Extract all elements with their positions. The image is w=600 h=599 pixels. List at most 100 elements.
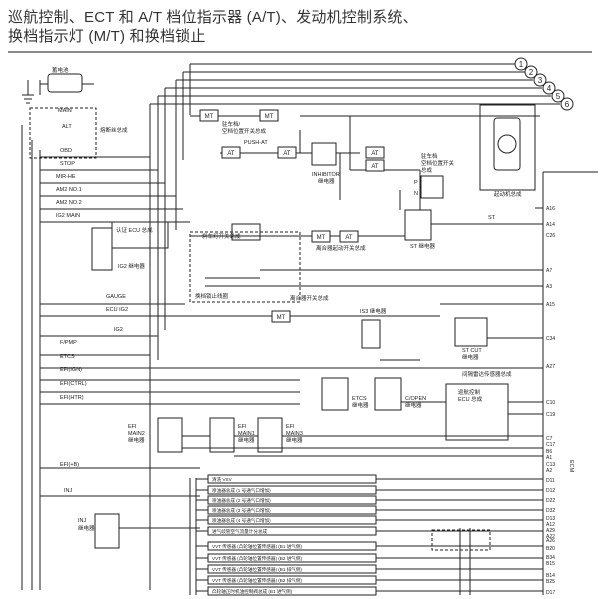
am2-no2-fuse-label: AM2 NO.2 <box>56 200 82 206</box>
title-line-2: 换档指示灯 (M/T) 和换档锁止 <box>8 28 206 45</box>
stop-fuse-label: STOP <box>60 161 75 167</box>
efi-main2-label-1: EFI <box>128 424 137 430</box>
ecm-pin-label: D11 <box>546 478 555 484</box>
at-box-1 <box>221 146 241 159</box>
efi-ctrl-fuse-label: EFI(CTRL) <box>60 381 87 387</box>
ecm-pin-label: A7 <box>546 268 552 274</box>
inj-relay-label-2: 继电器 <box>78 524 95 532</box>
sensor-row-label: VVT 传感器 (凸轮轴位置传感器) (B1 排气侧) <box>212 566 302 573</box>
mt-label-4: MT <box>277 315 286 321</box>
main-fuse-label: MAIN <box>58 108 72 114</box>
mt-box-4 <box>271 310 291 323</box>
ecm-pin-label: B34 <box>546 555 555 561</box>
efi-main1-label-3: 继电器 <box>238 436 255 444</box>
ecm-pin-label: A26 <box>546 538 555 544</box>
at-box-5 <box>339 230 359 243</box>
neutral-switch-label-2: 空档位置开关总成 <box>222 127 267 135</box>
brake-switch-label: 刹车灯开关总成 <box>202 232 241 240</box>
ecm-pin-label: D17 <box>546 590 555 596</box>
mt-box-3 <box>311 230 331 243</box>
ecm-pin-label: C19 <box>546 412 555 418</box>
efi-main2-label-2: MAIN2 <box>128 431 145 437</box>
etcs-relay-label-1: ETCS <box>352 396 367 402</box>
at-label-4: AT <box>371 164 379 170</box>
at-label-3: AT <box>371 151 379 157</box>
ecm-pin-label: B25 <box>546 579 555 585</box>
efi-main3-label-2: MAIN3 <box>286 431 303 437</box>
circle-ref-6-label: 6 <box>565 100 570 109</box>
ecm-pin-label: D13 <box>546 516 555 522</box>
sensor-row-label: VVT 传感器 (凸轮轴位置传感器) (B2 进气侧) <box>212 555 302 562</box>
is3-relay-label: IS3 继电器 <box>360 307 387 315</box>
at-label-1: AT <box>227 151 235 157</box>
inhibitor-relay-box <box>311 142 337 166</box>
auth-ecu-label: 认证 ECU 总成 <box>116 226 153 234</box>
ecm-pin-label: A12 <box>546 522 555 528</box>
circle-ref-1 <box>514 57 528 71</box>
am2-no1-fuse-label: AM2 NO.1 <box>56 187 82 193</box>
circle-ref-2 <box>524 65 538 79</box>
clutch-switch-label: 离合器开关总成 <box>290 294 329 302</box>
ecm-pin-label: B15 <box>546 561 555 567</box>
mt-box-2 <box>259 109 279 122</box>
circle-ref-3-label: 3 <box>538 76 543 85</box>
sensor-row-label: 喷油器总成 (3 号通气口增加) <box>212 507 271 514</box>
etcs-fuse-label: ETCS <box>60 354 75 360</box>
ecm-pin-label: A1 <box>546 455 552 461</box>
fusible-link-label: 熔断丝总成 <box>100 126 128 134</box>
ecm-pin-label: C10 <box>546 400 555 406</box>
efi-main2-label-3: 继电器 <box>128 436 145 444</box>
st-cut-label-2: 继电器 <box>462 353 479 361</box>
push-at-label: PUSH-AT <box>244 140 268 146</box>
shift-lock-label: 换档锁止线圈 <box>195 292 229 300</box>
circle-ref-5 <box>551 89 565 103</box>
at-box-3 <box>365 146 385 159</box>
at-label-5: AT <box>345 235 353 241</box>
gauge-fuse-label: GAUGE <box>106 294 126 300</box>
sensor-row-label: VVT 传感器 (凸轮轴位置传感器) (B2 排气侧) <box>212 577 302 584</box>
efi-ht-fuse-label: EFI(HTR) <box>60 395 84 401</box>
sensor-row-box <box>207 474 377 484</box>
ecm-pin-label: B6 <box>546 449 552 455</box>
st-fuse-label: ST <box>488 215 496 221</box>
efi-main3-label-3: 继电器 <box>286 436 303 444</box>
starter-label: 起动机总成 <box>494 190 522 198</box>
ig2-main-fuse-label: IG2 MAIN <box>56 213 80 219</box>
ecu-ig2-fuse-label: ECU IG2 <box>106 307 128 313</box>
ecm-pin-label: A22 <box>546 534 555 540</box>
circle-ref-4-label: 4 <box>547 84 552 93</box>
st-cut-label-1: ST CUT <box>462 348 482 354</box>
ecm-pin-label: B14 <box>546 573 555 579</box>
ecm-pin-label: A2 <box>546 468 552 474</box>
park-switch-label-2: 空档位置开关 <box>421 159 455 167</box>
diagram-title: 巡航控制、ECT 和 A/T 档位指示器 (A/T)、发动机控制系统、 换档指示… <box>8 8 568 46</box>
obd-fuse-label: OBD <box>60 148 72 154</box>
park-switch-label-1: 驻车档 <box>421 152 438 160</box>
f-pmp-fuse-label: F/PMP <box>60 340 77 346</box>
park-switch-p-label: P <box>414 180 418 186</box>
ecm-pin-label: A16 <box>546 206 555 212</box>
sensor-row-label: 清洗 VSV <box>212 476 233 483</box>
ecm-pin-label: B20 <box>546 546 555 552</box>
sensor-row-label: 喷油器总成 (4 号通气口增加) <box>212 517 271 524</box>
at-box-2 <box>277 146 297 159</box>
inj-relay-label-1: INJ <box>78 518 87 524</box>
mt-label-3: MT <box>317 235 326 241</box>
inj-fuse-label: INJ <box>64 488 73 494</box>
ecm-pin-group: A16A14C26A7A3A15C34A27C10C19C7C17B6A1C13… <box>546 206 555 596</box>
circle-reference-group: 1 2 3 4 5 6 <box>514 57 574 111</box>
ecm-pin-label: A15 <box>546 302 555 308</box>
efi-main3-label-1: EFI <box>286 424 295 430</box>
sensor-row-label: 喷油器总成 (2 号通气口增加) <box>212 497 271 504</box>
circle-ref-5-label: 5 <box>556 92 561 101</box>
cruise-sensor-label: 间隔雷达传感器总成 <box>462 370 512 378</box>
circle-ref-4 <box>542 81 556 95</box>
mt-box-1 <box>199 109 219 122</box>
cruise-ecu-label-1: 巡航控制 <box>458 388 481 396</box>
ecm-pin-label: A3 <box>546 284 552 290</box>
alt-fuse-label: ALT <box>62 124 72 130</box>
efi-main1-label-1: EFI <box>238 424 247 430</box>
mir-he-fuse-label: MIR-HE <box>56 174 76 180</box>
